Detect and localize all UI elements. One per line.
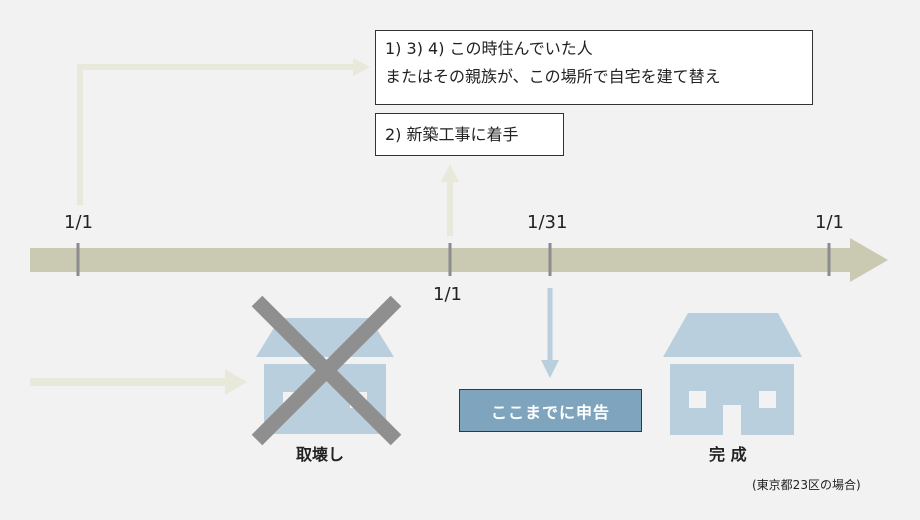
callout-rebuild-box: 1) 3) 4) この時住んでいた人 またはその親族が、この場所で自宅を建て替え: [375, 30, 813, 105]
house-crossed-out-icon: [251, 295, 402, 446]
region-note: (東京都23区の場合): [752, 478, 861, 492]
tick-label-deadline: 1/31: [527, 212, 568, 233]
deadline-label: ここまでに申告: [490, 402, 610, 422]
down-arrow-to-deadline: [541, 288, 559, 378]
timeline-arrow: [30, 238, 888, 282]
left-lead-arrow: [30, 369, 247, 395]
callout-construction-box: 2) 新築工事に着手: [375, 113, 564, 156]
demolished-caption: 取壊し: [296, 445, 345, 464]
deadline-box: ここまでに申告: [459, 389, 642, 432]
callout-rebuild-line-1: 1) 3) 4) この時住んでいた人: [385, 39, 593, 58]
completed-caption: 完 成: [709, 445, 747, 464]
callout-rebuild-line-2: またはその親族が、この場所で自宅を建て替え: [385, 67, 721, 86]
house-icon: [663, 313, 802, 435]
tick-label-mid: 1/1: [433, 284, 462, 305]
tick-label-end: 1/1: [815, 212, 844, 233]
up-arrow-to-construction-box: [441, 164, 459, 236]
tick-label-start: 1/1: [64, 212, 93, 233]
elbow-arrow-to-callout: [77, 58, 370, 205]
callout-construction-label: 2) 新築工事に着手: [385, 125, 519, 144]
